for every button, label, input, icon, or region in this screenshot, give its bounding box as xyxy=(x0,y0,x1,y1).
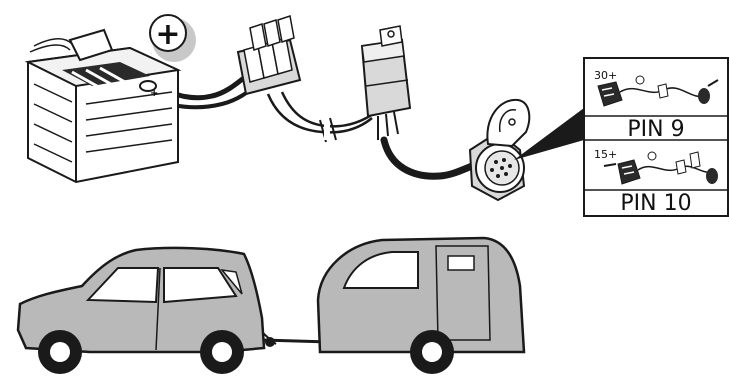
inset-bottom-terminal-label: 15+ xyxy=(594,148,617,161)
fuse-to-relay-wire xyxy=(266,93,373,134)
car-battery: + xyxy=(24,28,182,184)
pin-inset: 30+ PIN 9 15+ PIN 10 xyxy=(583,57,729,217)
inset-top-pin-label: PIN 9 xyxy=(627,117,684,142)
socket-cable xyxy=(380,136,476,180)
caravan xyxy=(316,236,526,374)
relay-module xyxy=(360,25,412,140)
car xyxy=(16,246,266,374)
plus-badge-symbol: + xyxy=(155,17,180,52)
fuse-to-relay-wire-2 xyxy=(280,91,377,128)
trailer-socket xyxy=(468,98,531,202)
inset-top-terminal-label: 30+ xyxy=(594,69,617,82)
positive-badge: + xyxy=(149,14,196,62)
fuse-block xyxy=(236,15,302,96)
tow-ball xyxy=(265,337,275,347)
inset-bottom-ignition-icon xyxy=(603,151,718,185)
callout-pointer xyxy=(514,108,584,160)
inset-top-ignition-icon xyxy=(597,75,719,107)
battery-terminal-label: + xyxy=(150,88,158,99)
inset-bottom-pin-label: PIN 10 xyxy=(620,191,691,216)
